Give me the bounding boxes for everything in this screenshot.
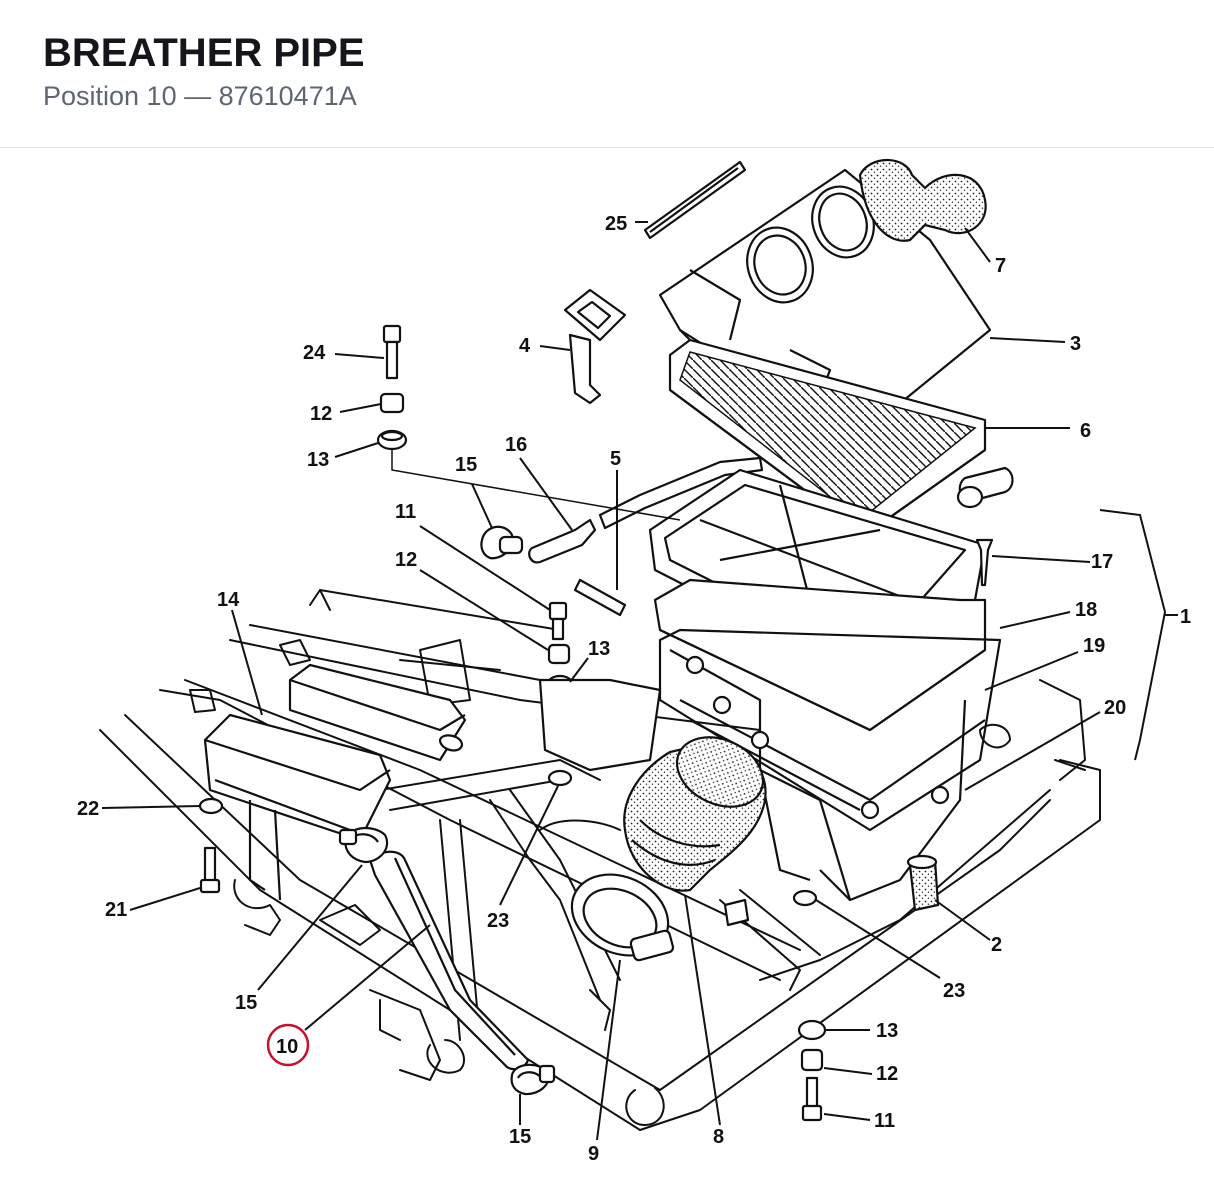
mounting-bracket: [538, 678, 662, 772]
part-5-rod[interactable]: [573, 578, 627, 617]
part-22-washer[interactable]: [198, 797, 224, 815]
part-11-bolt-a-shank[interactable]: [551, 617, 565, 641]
callout-13-mid[interactable]: 13: [588, 638, 610, 660]
callout-14[interactable]: 14: [217, 589, 240, 611]
part-4-rubber-strap[interactable]: [563, 288, 627, 405]
callout-12-bottom[interactable]: 12: [876, 1063, 898, 1085]
part-18-airbox-body[interactable]: [648, 468, 1002, 902]
callout-11-bottom[interactable]: 11: [874, 1110, 895, 1132]
callout-6[interactable]: 6: [1080, 420, 1091, 442]
part-12-bushing-c[interactable]: [800, 1048, 824, 1072]
part-8-intake-boot[interactable]: [623, 724, 774, 892]
callout-17[interactable]: 17: [1091, 551, 1113, 573]
callout-23-right[interactable]: 23: [943, 980, 965, 1002]
part-subtitle: Position 10 — 87610471A: [43, 81, 357, 111]
callout-9[interactable]: 9: [588, 1143, 599, 1165]
diagram-svg: 25 7 3 6 4 5 16 15 11 12 13 24 12 13 14 …: [77, 159, 1191, 1165]
part-11-bolt-a[interactable]: [548, 601, 568, 621]
fasteners: [198, 324, 994, 1122]
callout-2[interactable]: 2: [991, 934, 1002, 956]
part-12-bushing-b[interactable]: [547, 643, 571, 665]
header: BREATHER PIPE Position 10 — 87610471A: [0, 0, 1214, 148]
callout-21[interactable]: 21: [105, 899, 127, 921]
callout-16[interactable]: 16: [505, 434, 527, 456]
callout-12-mid[interactable]: 12: [395, 549, 417, 571]
part-15-hose-clamp-top[interactable]: [480, 525, 524, 560]
part-21-bolt[interactable]: [203, 846, 217, 884]
part-11-bolt-b[interactable]: [805, 1076, 819, 1110]
part-23-washer-a[interactable]: [547, 769, 573, 787]
part-15-hose-clamp-upper[interactable]: [338, 827, 389, 864]
callout-11-top[interactable]: 11: [395, 501, 416, 523]
callout-24[interactable]: 24: [303, 342, 326, 364]
callout-13-top[interactable]: 13: [307, 449, 329, 471]
part-7-intake-funnel[interactable]: [858, 159, 987, 242]
callout-1[interactable]: 1: [1180, 606, 1191, 628]
callout-5[interactable]: 5: [610, 448, 621, 470]
part-13-grommet-c[interactable]: [797, 1019, 827, 1041]
callout-7[interactable]: 7: [995, 255, 1006, 277]
part-2-grommet[interactable]: [906, 854, 940, 912]
part-17-screw[interactable]: [975, 538, 994, 587]
callout-20[interactable]: 20: [1104, 697, 1126, 719]
callout-15-bottom[interactable]: 15: [509, 1126, 531, 1148]
exploded-diagram: 25 7 3 6 4 5 16 15 11 12 13 24 12 13 14 …: [0, 149, 1214, 1196]
part-breather-fitting[interactable]: [956, 466, 1014, 509]
callout-10[interactable]: 10: [276, 1036, 298, 1058]
page-title: BREATHER PIPE: [43, 31, 365, 75]
part-9-hose-clamp[interactable]: [559, 859, 682, 970]
callout-25[interactable]: 25: [605, 213, 627, 235]
callout-4[interactable]: 4: [519, 335, 531, 357]
callout-22[interactable]: 22: [77, 798, 99, 820]
leader-lines: [101, 221, 1178, 1141]
part-12-bushing-a[interactable]: [379, 392, 405, 414]
highlight-ring: [266, 1023, 310, 1067]
part-15-hose-clamp-lower[interactable]: [510, 1063, 556, 1096]
frame-structure: [99, 589, 1101, 1131]
callout-18[interactable]: 18: [1075, 599, 1097, 621]
callouts: 25 7 3 6 4 5 16 15 11 12 13 24 12 13 14 …: [77, 213, 1191, 1165]
part-24-bolt[interactable]: [382, 324, 402, 344]
callout-19[interactable]: 19: [1083, 635, 1105, 657]
callout-3[interactable]: 3: [1070, 333, 1081, 355]
callout-15-top[interactable]: 15: [455, 454, 477, 476]
callout-12-top[interactable]: 12: [310, 403, 332, 425]
callout-13-bottom[interactable]: 13: [876, 1020, 898, 1042]
part-25-gasket[interactable]: [643, 160, 747, 240]
part-23-washer-b[interactable]: [792, 889, 818, 907]
callout-23-left[interactable]: 23: [487, 910, 509, 932]
part-14-breather-tank[interactable]: [203, 663, 467, 901]
callout-8[interactable]: 8: [713, 1126, 724, 1148]
part-24-bolt-shank[interactable]: [385, 340, 399, 380]
part-16-hose[interactable]: [528, 456, 764, 564]
callout-15-left[interactable]: 15: [235, 992, 257, 1014]
